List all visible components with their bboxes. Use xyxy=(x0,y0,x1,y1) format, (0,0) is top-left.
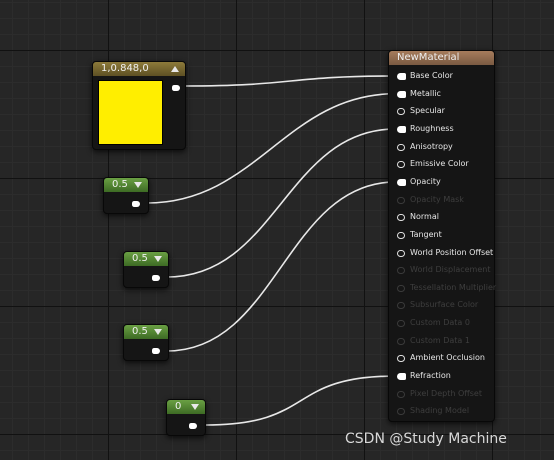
input-pin-icon[interactable] xyxy=(397,249,405,257)
wire-base-color xyxy=(184,75,397,87)
material-input-opacity-mask: Opacity Mask xyxy=(389,193,494,209)
material-input-ambient-occlusion[interactable]: Ambient Occlusion xyxy=(389,351,494,367)
input-label: World Displacement xyxy=(410,265,491,275)
input-pin-icon[interactable] xyxy=(397,125,406,133)
input-pin-icon xyxy=(397,302,405,310)
expand-arrow-icon[interactable] xyxy=(191,404,199,410)
input-label: Emissive Color xyxy=(410,159,469,169)
input-label: Specular xyxy=(410,106,445,116)
input-label: Shading Model xyxy=(410,406,470,416)
input-label: Metallic xyxy=(410,88,441,98)
input-label: Anisotropy xyxy=(410,141,453,151)
input-pin-icon[interactable] xyxy=(397,214,405,222)
input-label: World Position Offset xyxy=(410,247,494,257)
input-label: Ambient Occlusion xyxy=(410,353,485,363)
expand-arrow-icon[interactable] xyxy=(134,182,142,188)
scalar-constant-node[interactable]: 0 xyxy=(166,399,206,436)
input-pin-icon[interactable] xyxy=(397,90,406,98)
material-input-anisotropy[interactable]: Anisotropy xyxy=(389,140,494,156)
material-input-metallic[interactable]: Metallic xyxy=(389,87,494,103)
wire-refraction xyxy=(205,375,397,426)
material-input-specular[interactable]: Specular xyxy=(389,104,494,120)
constant-value: 0 xyxy=(175,401,182,412)
input-pin-icon[interactable] xyxy=(397,373,406,381)
input-pin-icon xyxy=(397,284,405,292)
input-pin-icon xyxy=(397,320,405,328)
material-node-header[interactable]: NewMaterial xyxy=(389,51,494,65)
material-input-subsurface-color: Subsurface Color xyxy=(389,298,494,314)
input-pin-icon[interactable] xyxy=(397,161,405,169)
input-pin-icon xyxy=(397,196,405,204)
input-label: Pixel Depth Offset xyxy=(410,388,482,398)
input-label: Opacity Mask xyxy=(410,194,464,204)
material-input-custom-data-1: Custom Data 1 xyxy=(389,334,494,350)
input-pin-icon xyxy=(397,390,405,398)
input-pin-icon[interactable] xyxy=(397,73,406,80)
expand-arrow-icon[interactable] xyxy=(154,329,162,335)
material-input-shading-model: Shading Model xyxy=(389,404,494,420)
material-title: NewMaterial xyxy=(397,52,460,63)
input-pin-icon[interactable] xyxy=(397,178,406,186)
constant-output-pin[interactable] xyxy=(132,201,140,207)
constant-output-pin[interactable] xyxy=(189,423,197,429)
input-label: Refraction xyxy=(410,371,451,381)
input-pin-icon[interactable] xyxy=(397,108,405,116)
color-constant-node[interactable]: 1,0.848,0 xyxy=(92,61,186,150)
material-input-tangent[interactable]: Tangent xyxy=(389,228,494,244)
material-input-emissive-color[interactable]: Emissive Color xyxy=(389,157,494,173)
constant-node-header[interactable]: 0.5 xyxy=(124,325,168,339)
constant-value: 0.5 xyxy=(112,179,128,190)
scalar-constant-node[interactable]: 0.5 xyxy=(103,177,149,214)
input-label: Custom Data 1 xyxy=(410,335,470,345)
material-input-pixel-depth-offset: Pixel Depth Offset xyxy=(389,387,494,403)
constant-node-header[interactable]: 0.5 xyxy=(104,178,148,192)
input-pin-icon[interactable] xyxy=(397,355,405,363)
constant-value: 0.5 xyxy=(132,326,148,337)
material-input-tessellation-multiplier: Tessellation Multiplier xyxy=(389,281,497,297)
constant-node-header[interactable]: 0.5 xyxy=(124,252,168,266)
material-input-refraction[interactable]: Refraction xyxy=(389,369,494,385)
input-pin-icon[interactable] xyxy=(397,231,405,239)
wire-opacity xyxy=(166,181,397,352)
material-input-base-color[interactable]: Base Color xyxy=(389,69,494,85)
scalar-constant-node[interactable]: 0.5 xyxy=(123,324,169,361)
constant-node-header[interactable]: 0 xyxy=(167,400,205,414)
constant-value: 0.5 xyxy=(132,253,148,264)
material-input-world-position-offset[interactable]: World Position Offset xyxy=(389,246,494,262)
input-label: Opacity xyxy=(410,176,441,186)
material-input-custom-data-0: Custom Data 0 xyxy=(389,316,494,332)
material-input-roughness[interactable]: Roughness xyxy=(389,122,494,138)
color-swatch xyxy=(98,80,163,145)
material-input-opacity[interactable]: Opacity xyxy=(389,175,494,191)
material-input-world-displacement: World Displacement xyxy=(389,263,494,279)
constant-output-pin[interactable] xyxy=(152,348,160,354)
color-node-value: 1,0.848,0 xyxy=(101,63,149,74)
watermark: CSDN @Study Machine xyxy=(345,431,507,447)
expand-arrow-icon[interactable] xyxy=(154,256,162,262)
material-input-normal[interactable]: Normal xyxy=(389,210,494,226)
input-label: Subsurface Color xyxy=(410,300,479,310)
input-label: Normal xyxy=(410,212,439,222)
scalar-constant-node[interactable]: 0.5 xyxy=(123,251,169,288)
constant-output-pin[interactable] xyxy=(152,275,160,281)
color-output-pin[interactable] xyxy=(172,85,180,91)
input-label: Custom Data 0 xyxy=(410,318,470,328)
color-node-header[interactable]: 1,0.848,0 xyxy=(93,62,185,76)
input-pin-icon xyxy=(397,337,405,345)
input-label: Tangent xyxy=(410,229,442,239)
input-pin-icon[interactable] xyxy=(397,143,405,151)
input-label: Tessellation Multiplier xyxy=(410,282,497,292)
input-pin-icon xyxy=(397,267,405,275)
input-label: Base Color xyxy=(410,71,453,80)
input-pin-icon xyxy=(397,408,405,416)
wire-roughness xyxy=(166,128,397,278)
input-label: Roughness xyxy=(410,123,454,133)
collapse-arrow-icon[interactable] xyxy=(171,66,179,72)
